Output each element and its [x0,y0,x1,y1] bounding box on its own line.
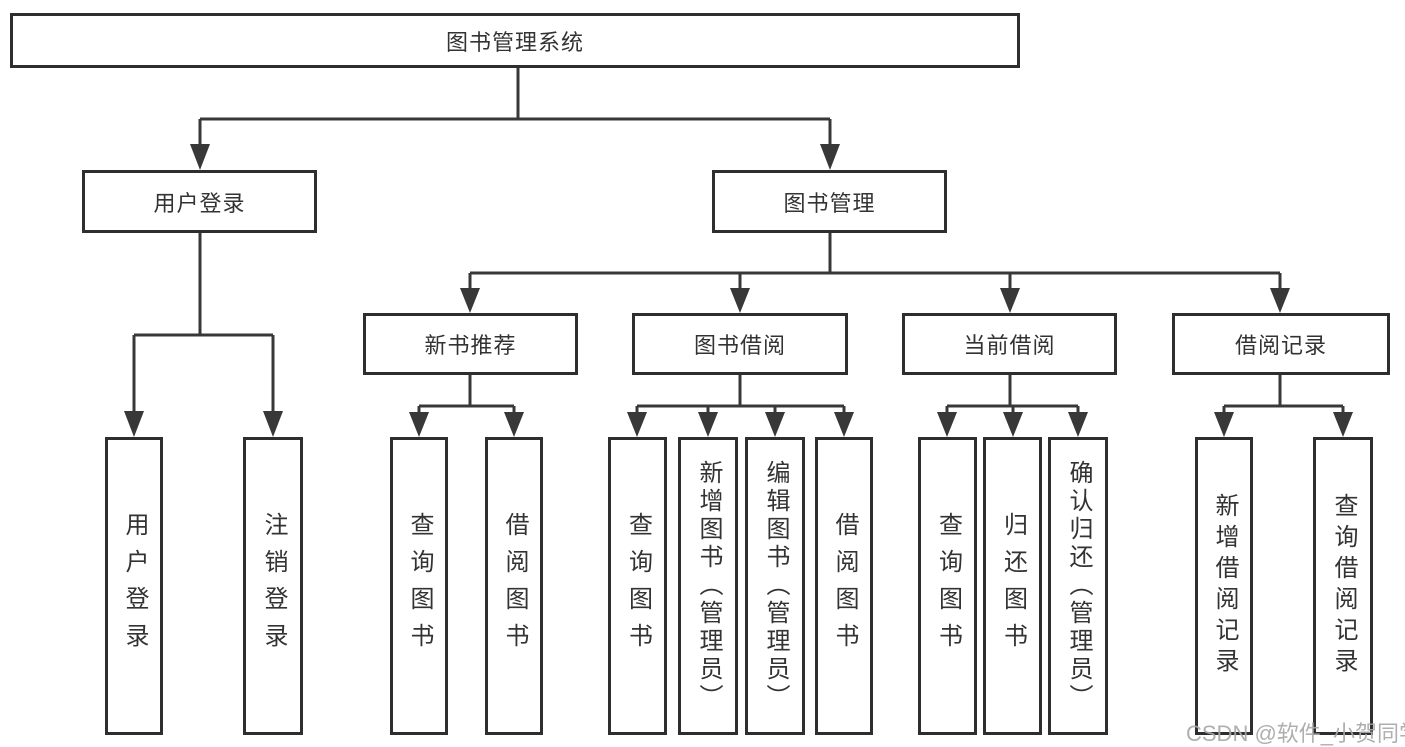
leaf-label: 注销登录 [260,512,287,660]
node-borrowing-records: 借阅记录 [1172,313,1390,375]
leaf-query-books: 查询图书 [390,437,448,735]
node-label: 图书借阅 [693,333,786,358]
leaf-query-borrow-record: 查询借阅记录 [1313,437,1373,735]
leaf-label: 借阅图书 [501,512,528,660]
leaf-label: 归还图书 [999,512,1027,660]
node-label: 用户登录 [153,190,246,216]
leaf-user-login: 用户登录 [105,437,163,735]
leaf-borrow-books: 借阅图书 [815,437,873,735]
node-user-login: 用户登录 [82,170,317,233]
leaf-label: 查询借阅记录 [1330,493,1357,679]
leaf-label: 查询图书 [406,512,433,660]
leaf-label: 新增借阅记录 [1211,493,1238,679]
leaf-borrow-books: 借阅图书 [485,437,543,735]
leaf-confirm-return-admin: 确认归还（管理员） [1048,437,1108,735]
leaf-add-books-admin: 新增图书（管理员） [678,437,738,735]
leaf-label: 确认归还（管理员） [1065,460,1092,712]
leaf-logout: 注销登录 [243,437,303,735]
leaf-label: 新增图书（管理员） [695,460,722,712]
node-current-borrowing: 当前借阅 [902,313,1117,375]
node-book-management: 图书管理 [712,170,947,233]
leaf-label: 查询图书 [934,512,962,660]
node-book-borrowing: 图书借阅 [632,313,848,375]
node-label: 图书管理 [783,190,876,216]
csdn-watermark: CSDN @软件_小贺同学 [1186,721,1405,746]
leaf-add-borrow-record: 新增借阅记录 [1195,437,1253,735]
leaf-query-books: 查询图书 [918,437,977,735]
leaf-label: 查询图书 [624,512,652,660]
node-new-book-recommendation: 新书推荐 [363,313,578,375]
leaf-return-books: 归还图书 [983,437,1042,735]
connector-strokes [132,68,1345,414]
node-library-management-system: 图书管理系统 [10,13,1020,68]
node-label: 图书管理系统 [445,29,584,55]
leaf-label: 用户登录 [121,512,148,660]
node-label: 新书推荐 [424,333,517,358]
node-label: 借阅记录 [1234,333,1327,358]
leaf-edit-books-admin: 编辑图书（管理员） [745,437,805,735]
arrowheads [124,144,1353,437]
leaf-query-books: 查询图书 [608,437,667,735]
leaf-label: 编辑图书（管理员） [762,460,789,712]
node-label: 当前借阅 [963,333,1056,358]
leaf-label: 借阅图书 [831,512,858,660]
